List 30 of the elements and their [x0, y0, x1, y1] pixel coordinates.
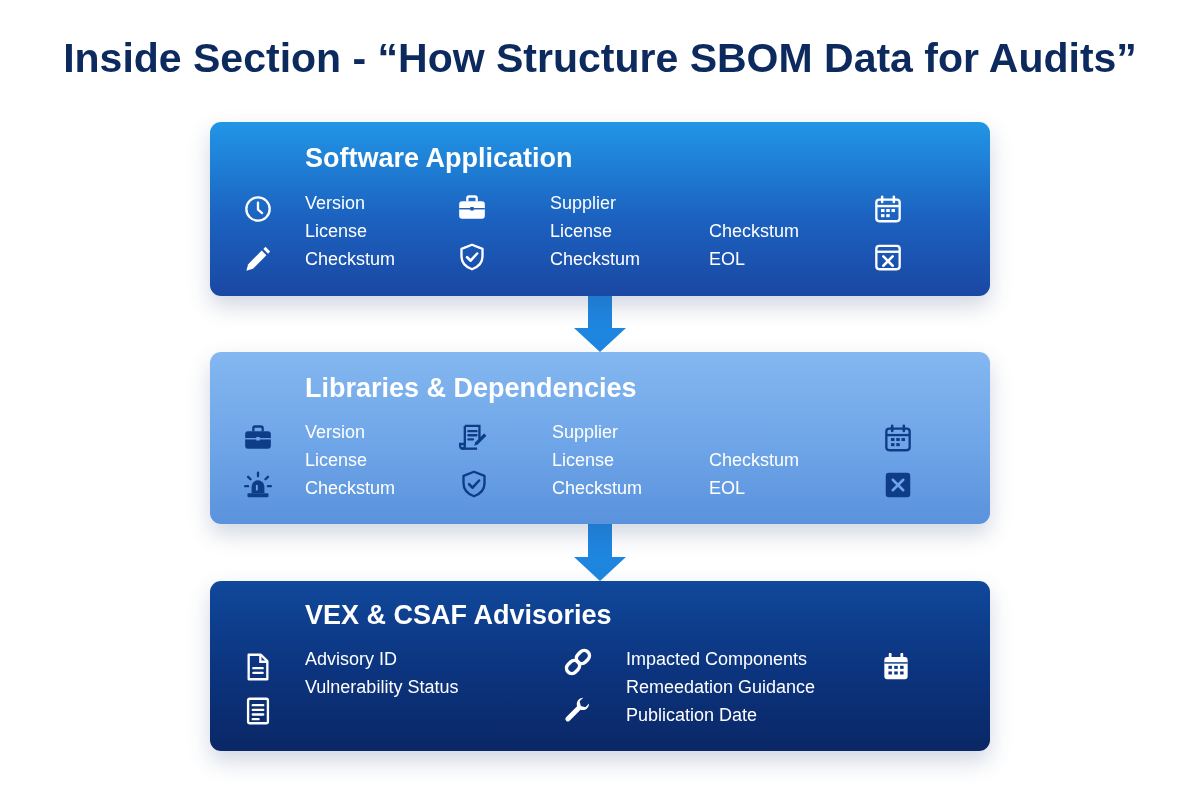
field-label: Remeedation Guidance	[626, 676, 816, 698]
section-panel	[210, 581, 990, 751]
field-label: Version	[305, 421, 366, 443]
field-label: Checkstum	[552, 477, 643, 499]
field-label: Publication Date	[626, 704, 758, 726]
field-label: License	[552, 449, 615, 471]
field-label: Impacted Components	[626, 648, 808, 670]
field-label: Checkstum	[550, 248, 641, 270]
field-label: Checkstum	[305, 477, 396, 499]
field-label: Checkstum	[709, 220, 800, 242]
field-label: License	[305, 220, 368, 242]
field-label: EOL	[709, 477, 746, 499]
section-title: VEX & CSAF Advisories	[305, 599, 612, 631]
field-label: Advisory ID	[305, 648, 398, 670]
section-title: Libraries & Dependencies	[305, 372, 637, 404]
field-label: License	[550, 220, 613, 242]
section-panel	[210, 122, 990, 296]
field-label: Vulnerability Status	[305, 676, 459, 698]
field-label: Version	[305, 192, 366, 214]
section-title: Software Application	[305, 142, 573, 174]
arrow	[574, 296, 626, 352]
field-label: Checkstum	[709, 449, 800, 471]
field-label: EOL	[709, 248, 746, 270]
diagram-title: Inside Section - “How Structure SBOM Data for Audits”	[63, 35, 1137, 81]
section-panel	[210, 352, 990, 524]
field-label: Checkstum	[305, 248, 396, 270]
arrow	[574, 524, 626, 581]
field-label: Supplier	[550, 192, 617, 214]
field-label: License	[305, 449, 368, 471]
field-label: Supplier	[552, 421, 619, 443]
